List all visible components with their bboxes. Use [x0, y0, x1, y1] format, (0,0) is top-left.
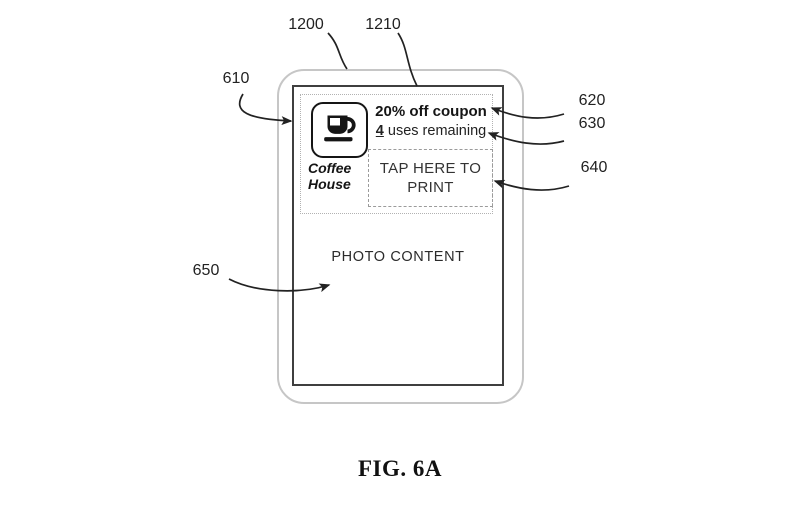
ref-label-630: 630 — [578, 115, 606, 132]
ref-label-620: 620 — [578, 92, 606, 109]
ref-label-650: 650 — [192, 262, 220, 279]
photo-content-label: PHOTO CONTENT — [331, 249, 465, 265]
ref-label-1200: 1200 — [288, 16, 324, 33]
uses-remaining: 4 uses remaining — [371, 123, 491, 139]
ref-label-610: 610 — [222, 70, 250, 87]
uses-suffix: uses remaining — [383, 123, 487, 139]
leader-line-1200 — [327, 32, 348, 70]
figure-caption: FIG. 6A — [358, 456, 442, 481]
ref-label-640: 640 — [580, 159, 608, 176]
uses-count: 4 — [375, 123, 384, 139]
merchant-icon-button[interactable] — [311, 102, 368, 158]
ref-label-1210: 1210 — [365, 16, 401, 33]
coupon-title: 20% off coupon — [375, 103, 487, 120]
tap-to-print-button[interactable]: TAP HERE TO PRINT — [368, 149, 493, 207]
coffee-cup-icon — [320, 108, 360, 153]
merchant-name: Coffee House — [308, 160, 352, 193]
